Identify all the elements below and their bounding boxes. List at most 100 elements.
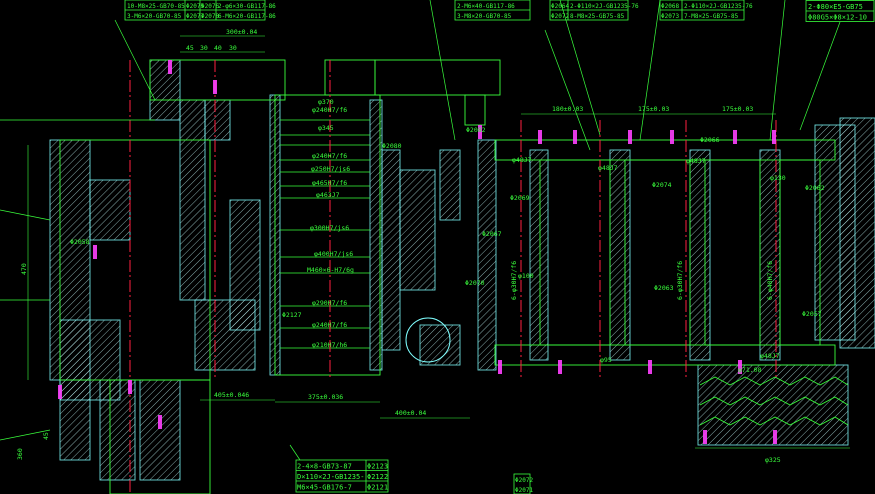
fit-label: Φ2127 — [282, 311, 302, 319]
dimension-label: 45 — [186, 44, 194, 52]
fit-label: φ210H7/h6 — [312, 341, 347, 349]
fit-label: φ465H7/f6 — [312, 179, 347, 187]
part-label: 6-φ48H7/f6 — [766, 261, 774, 300]
bolt — [573, 130, 577, 144]
bolt — [703, 430, 707, 444]
table-cell: Φ2072 — [551, 13, 569, 20]
table-cell: M6×45-GB176-7 — [297, 484, 352, 492]
table-cell: 3-M6×20-GB70-85 — [127, 13, 182, 20]
fit-label: φ463J7 — [316, 191, 340, 199]
dimension-label: φ325 — [765, 456, 781, 464]
part-label: φ71.08 — [738, 366, 762, 374]
fit-label: φ290H7/f6 — [312, 299, 347, 307]
table-cell: Φ2078 — [201, 13, 219, 20]
fit-label: φ250H7/js6 — [311, 165, 350, 173]
pulley-groove — [699, 396, 849, 406]
table-cell: 2-M6×40-GB117-86 — [457, 3, 515, 10]
part-label: φ48J7 — [512, 156, 532, 164]
part-label: Φ2063 — [654, 284, 674, 292]
table-cell: Φ2121 — [367, 484, 388, 492]
hatched-section — [139, 379, 181, 481]
part-label: φ48J7 — [686, 157, 706, 165]
part-outline — [779, 159, 821, 346]
table-cell: D×110×2J-GB1235- — [297, 473, 364, 481]
hatched-section — [59, 379, 91, 461]
leader-line — [639, 0, 661, 141]
dimension-label: 30 — [200, 44, 208, 52]
table-cell: 6-M6×20-GB117-86 — [218, 13, 276, 20]
dimension-label: 30 — [229, 44, 237, 52]
leader-line — [559, 0, 601, 136]
dimension-label: 45 — [42, 432, 50, 440]
leader-line — [289, 444, 301, 461]
table-cell: 8-M8×25-GB75-85 — [570, 13, 625, 20]
part-outline — [464, 94, 486, 126]
hatched-section — [399, 169, 436, 291]
bolt — [558, 360, 562, 374]
hatched-section — [477, 139, 497, 371]
part-label: 6-φ30H7/f6 — [676, 261, 684, 300]
bolt — [478, 125, 482, 139]
table-cell: Φ2123 — [367, 463, 388, 471]
fit-labels: φ370 φ240H7/f6 φ345 φ240H7/f6 φ250H7/js6… — [282, 98, 354, 349]
leader-line — [0, 209, 51, 221]
table-cell: Φ2068 — [661, 3, 679, 10]
bolt — [670, 130, 674, 144]
part-outline — [704, 159, 761, 346]
hatched-section — [529, 149, 549, 361]
part-outline — [109, 379, 211, 494]
hatched-section — [439, 149, 461, 221]
fit-label: φ300H7/js6 — [310, 224, 349, 232]
part-label: 6-φ30H7/f6 — [510, 261, 518, 300]
leader-line — [544, 29, 591, 151]
table-cell: 2-φ6×30-GB117-86 — [218, 3, 276, 10]
hatched-section — [179, 99, 206, 301]
bolt — [158, 415, 162, 429]
part-label: φ48J7 — [760, 352, 780, 360]
pulley-groove — [699, 416, 849, 426]
parts-table-top-left: 10-M8×25-GB70-85 Φ2075 Φ2076 2-φ6×30-GB1… — [124, 0, 276, 21]
bolt — [773, 430, 777, 444]
part-outline — [274, 94, 381, 376]
bolt — [738, 360, 742, 374]
parts-table-top-mid-2: Φ2068 2-Φ110×2J-GB1235-76 Φ2073 7-M8×25-… — [659, 0, 753, 21]
leader-line — [0, 429, 51, 441]
dimension-label: 470 — [20, 263, 28, 275]
part-label: Φ2062 — [805, 184, 825, 192]
table-cell: 2-Φ110×2J-GB1235-76 — [684, 3, 753, 10]
hatched-section — [609, 149, 631, 361]
part-label: Φ2066 — [700, 136, 720, 144]
part-outline — [324, 59, 376, 96]
bolt — [733, 130, 737, 144]
fit-label: φ370 — [318, 98, 334, 106]
table-cell: Φ2076 — [201, 3, 219, 10]
leader-line — [114, 19, 156, 101]
leader-line — [429, 0, 456, 141]
bolt — [498, 360, 502, 374]
part-label: Φ2082 — [466, 126, 486, 134]
shaft-section-circle — [405, 317, 451, 363]
bolt — [648, 360, 652, 374]
dimension-label: 300±0.04 — [226, 28, 257, 36]
part-label: φ100 — [518, 272, 534, 280]
part-label: φ95 — [600, 356, 612, 364]
fit-label: φ240H7/f6 — [312, 152, 347, 160]
table-cell: Φ2077 — [186, 13, 204, 20]
hatched-section — [194, 299, 256, 371]
dimension-label: 175±0.03 — [722, 105, 753, 113]
part-label: Φ2058 — [70, 238, 90, 246]
bolt — [628, 130, 632, 144]
part-label: Φ2069 — [510, 194, 530, 202]
dimension-label: 180±0.03 — [552, 105, 583, 113]
hatched-section — [381, 149, 401, 351]
part-label: Φ2067 — [482, 230, 502, 238]
part-label: φ130 — [770, 174, 786, 182]
dimension-label: 40 — [214, 44, 222, 52]
table-cell: Φ2072 — [515, 477, 533, 484]
leader-line — [799, 21, 841, 131]
bolt — [168, 60, 172, 74]
part-labels: Φ2080 Φ2082 Φ2069 Φ2067 Φ2070 Φ2074 Φ206… — [70, 126, 825, 374]
bolt — [128, 380, 132, 394]
hatched-section — [149, 59, 181, 121]
